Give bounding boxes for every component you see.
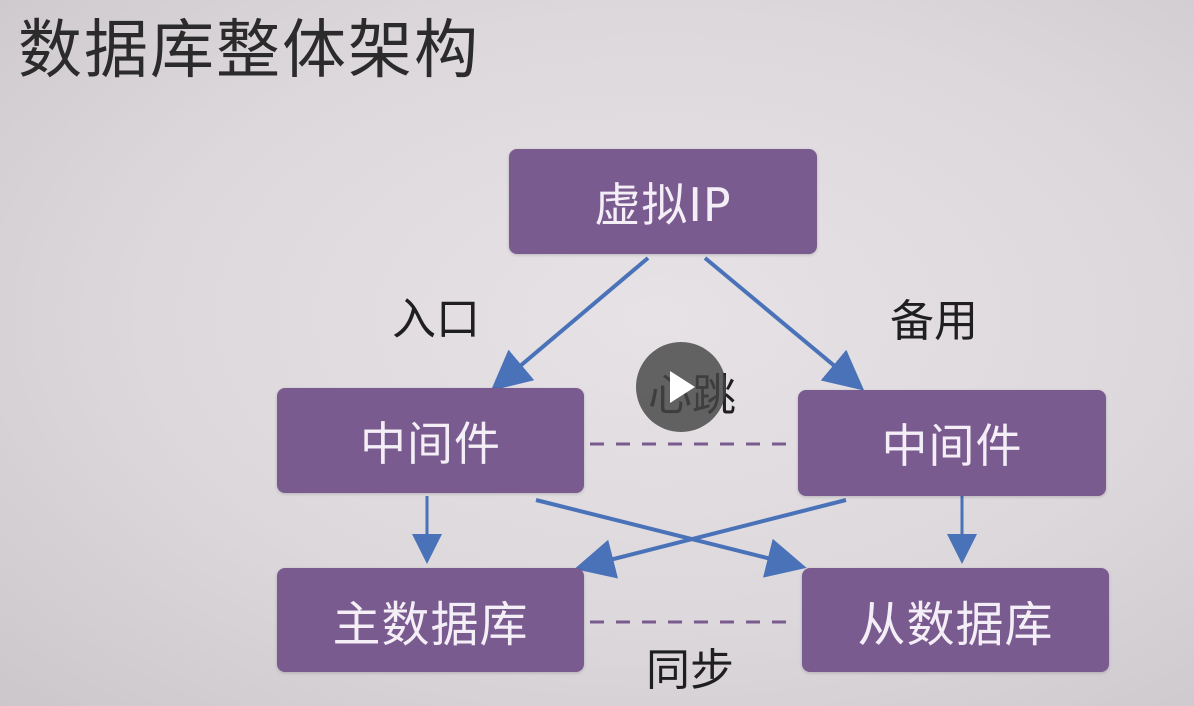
master-database-node: 主数据库	[277, 568, 584, 672]
entry-label: 入口	[392, 294, 480, 345]
backup-label: 备用	[890, 296, 978, 347]
slave-database-node: 从数据库	[802, 568, 1109, 672]
arrow-middleware-primary-to-slave	[535, 498, 807, 578]
video-play-button[interactable]	[636, 342, 726, 432]
play-icon	[670, 371, 695, 403]
page-title: 数据库整体架构	[18, 14, 480, 88]
middleware-backup-node: 中间件	[798, 390, 1106, 496]
arrow-vip-to-middleware-primary	[490, 256, 650, 391]
arrow-vip-to-middleware-backup	[703, 256, 865, 391]
arrow-middleware-backup-to-master	[574, 498, 847, 579]
middleware-primary-node: 中间件	[277, 388, 584, 493]
virtual-ip-node: 虚拟IP	[509, 149, 817, 254]
sync-label: 同步	[646, 645, 734, 696]
